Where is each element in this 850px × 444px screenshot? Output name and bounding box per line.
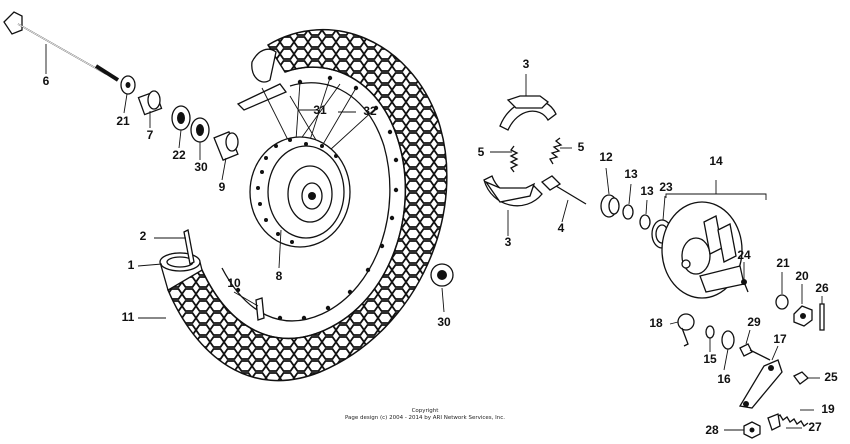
label-21-right: 21 (776, 256, 790, 270)
wear-indicator (677, 313, 695, 347)
bolt-24 (741, 279, 749, 293)
rim-band (183, 229, 195, 265)
spring-left (509, 145, 519, 173)
label-5-right: 5 (578, 140, 585, 154)
label-6: 6 (43, 74, 50, 88)
label-30-lower: 30 (437, 315, 451, 329)
label-27: 27 (808, 420, 822, 434)
pin-27 (767, 413, 781, 431)
rim-spoke-holes (235, 75, 399, 321)
spokes (261, 77, 377, 151)
brake-cam (540, 175, 587, 205)
axle (3, 11, 120, 82)
washer-15 (705, 325, 715, 339)
label-10: 10 (227, 276, 241, 290)
cotter-pin (819, 303, 825, 331)
label-32: 32 (363, 104, 377, 118)
label-25: 25 (824, 370, 838, 384)
label-3-lower: 3 (505, 235, 512, 249)
label-3-upper: 3 (523, 57, 530, 71)
spacer-7 (137, 90, 163, 116)
return-spring (775, 414, 809, 427)
spacer-9 (213, 131, 239, 161)
label-29: 29 (747, 315, 761, 329)
label-1: 1 (128, 258, 135, 272)
washer-13b (639, 214, 651, 230)
spring-right (549, 137, 563, 165)
label-8: 8 (276, 269, 283, 283)
label-7: 7 (147, 128, 154, 142)
label-12: 12 (599, 150, 613, 164)
label-14: 14 (709, 154, 723, 168)
label-22: 22 (172, 148, 186, 162)
label-21-left: 21 (116, 114, 130, 128)
bearing-22 (171, 105, 191, 131)
part-labels: 6 21 7 22 30 9 31 32 8 2 1 11 10 30 3 5 … (43, 57, 838, 437)
label-2: 2 (140, 229, 147, 243)
label-11: 11 (122, 310, 135, 324)
label-31: 31 (313, 103, 327, 117)
rim (201, 66, 406, 339)
seal-12 (600, 194, 620, 218)
washer-13a (622, 204, 634, 220)
label-20: 20 (795, 269, 809, 283)
hub (249, 136, 351, 248)
bearing-30-lower (430, 263, 454, 287)
axle-parts (3, 11, 454, 287)
bolt-29 (739, 343, 771, 361)
label-24: 24 (737, 248, 751, 262)
brake-arm (738, 359, 783, 409)
nut-25 (793, 371, 809, 385)
seal-16 (721, 330, 735, 350)
bearing-30-upper (190, 117, 210, 143)
washer-right (775, 294, 789, 310)
wheel-assembly (159, 29, 448, 382)
nut-20 (793, 305, 813, 327)
label-16: 16 (717, 372, 731, 386)
label-4: 4 (558, 221, 565, 235)
copyright-text: Page design (c) 2004 - 2014 by ARI Netwo… (344, 415, 506, 421)
label-23: 23 (659, 180, 673, 194)
copyright-notice: Copyright Page design (c) 2004 - 2014 by… (0, 408, 850, 422)
nut-28 (743, 421, 761, 439)
label-18: 18 (649, 316, 663, 330)
label-5-left: 5 (478, 145, 485, 159)
brake-panel (661, 201, 745, 299)
label-15: 15 (703, 352, 717, 366)
label-13-lower: 13 (640, 184, 654, 198)
leader-lines (45, 44, 823, 431)
label-26: 26 (815, 281, 829, 295)
label-28: 28 (705, 423, 719, 437)
label-19: 19 (821, 402, 835, 416)
label-9: 9 (219, 180, 226, 194)
brake-parts (483, 95, 825, 439)
valve-stem (255, 297, 265, 321)
label-13-upper: 13 (624, 167, 638, 181)
label-30-upper: 30 (194, 160, 208, 174)
label-17: 17 (773, 332, 787, 346)
copyright-title: Copyright (411, 408, 439, 414)
